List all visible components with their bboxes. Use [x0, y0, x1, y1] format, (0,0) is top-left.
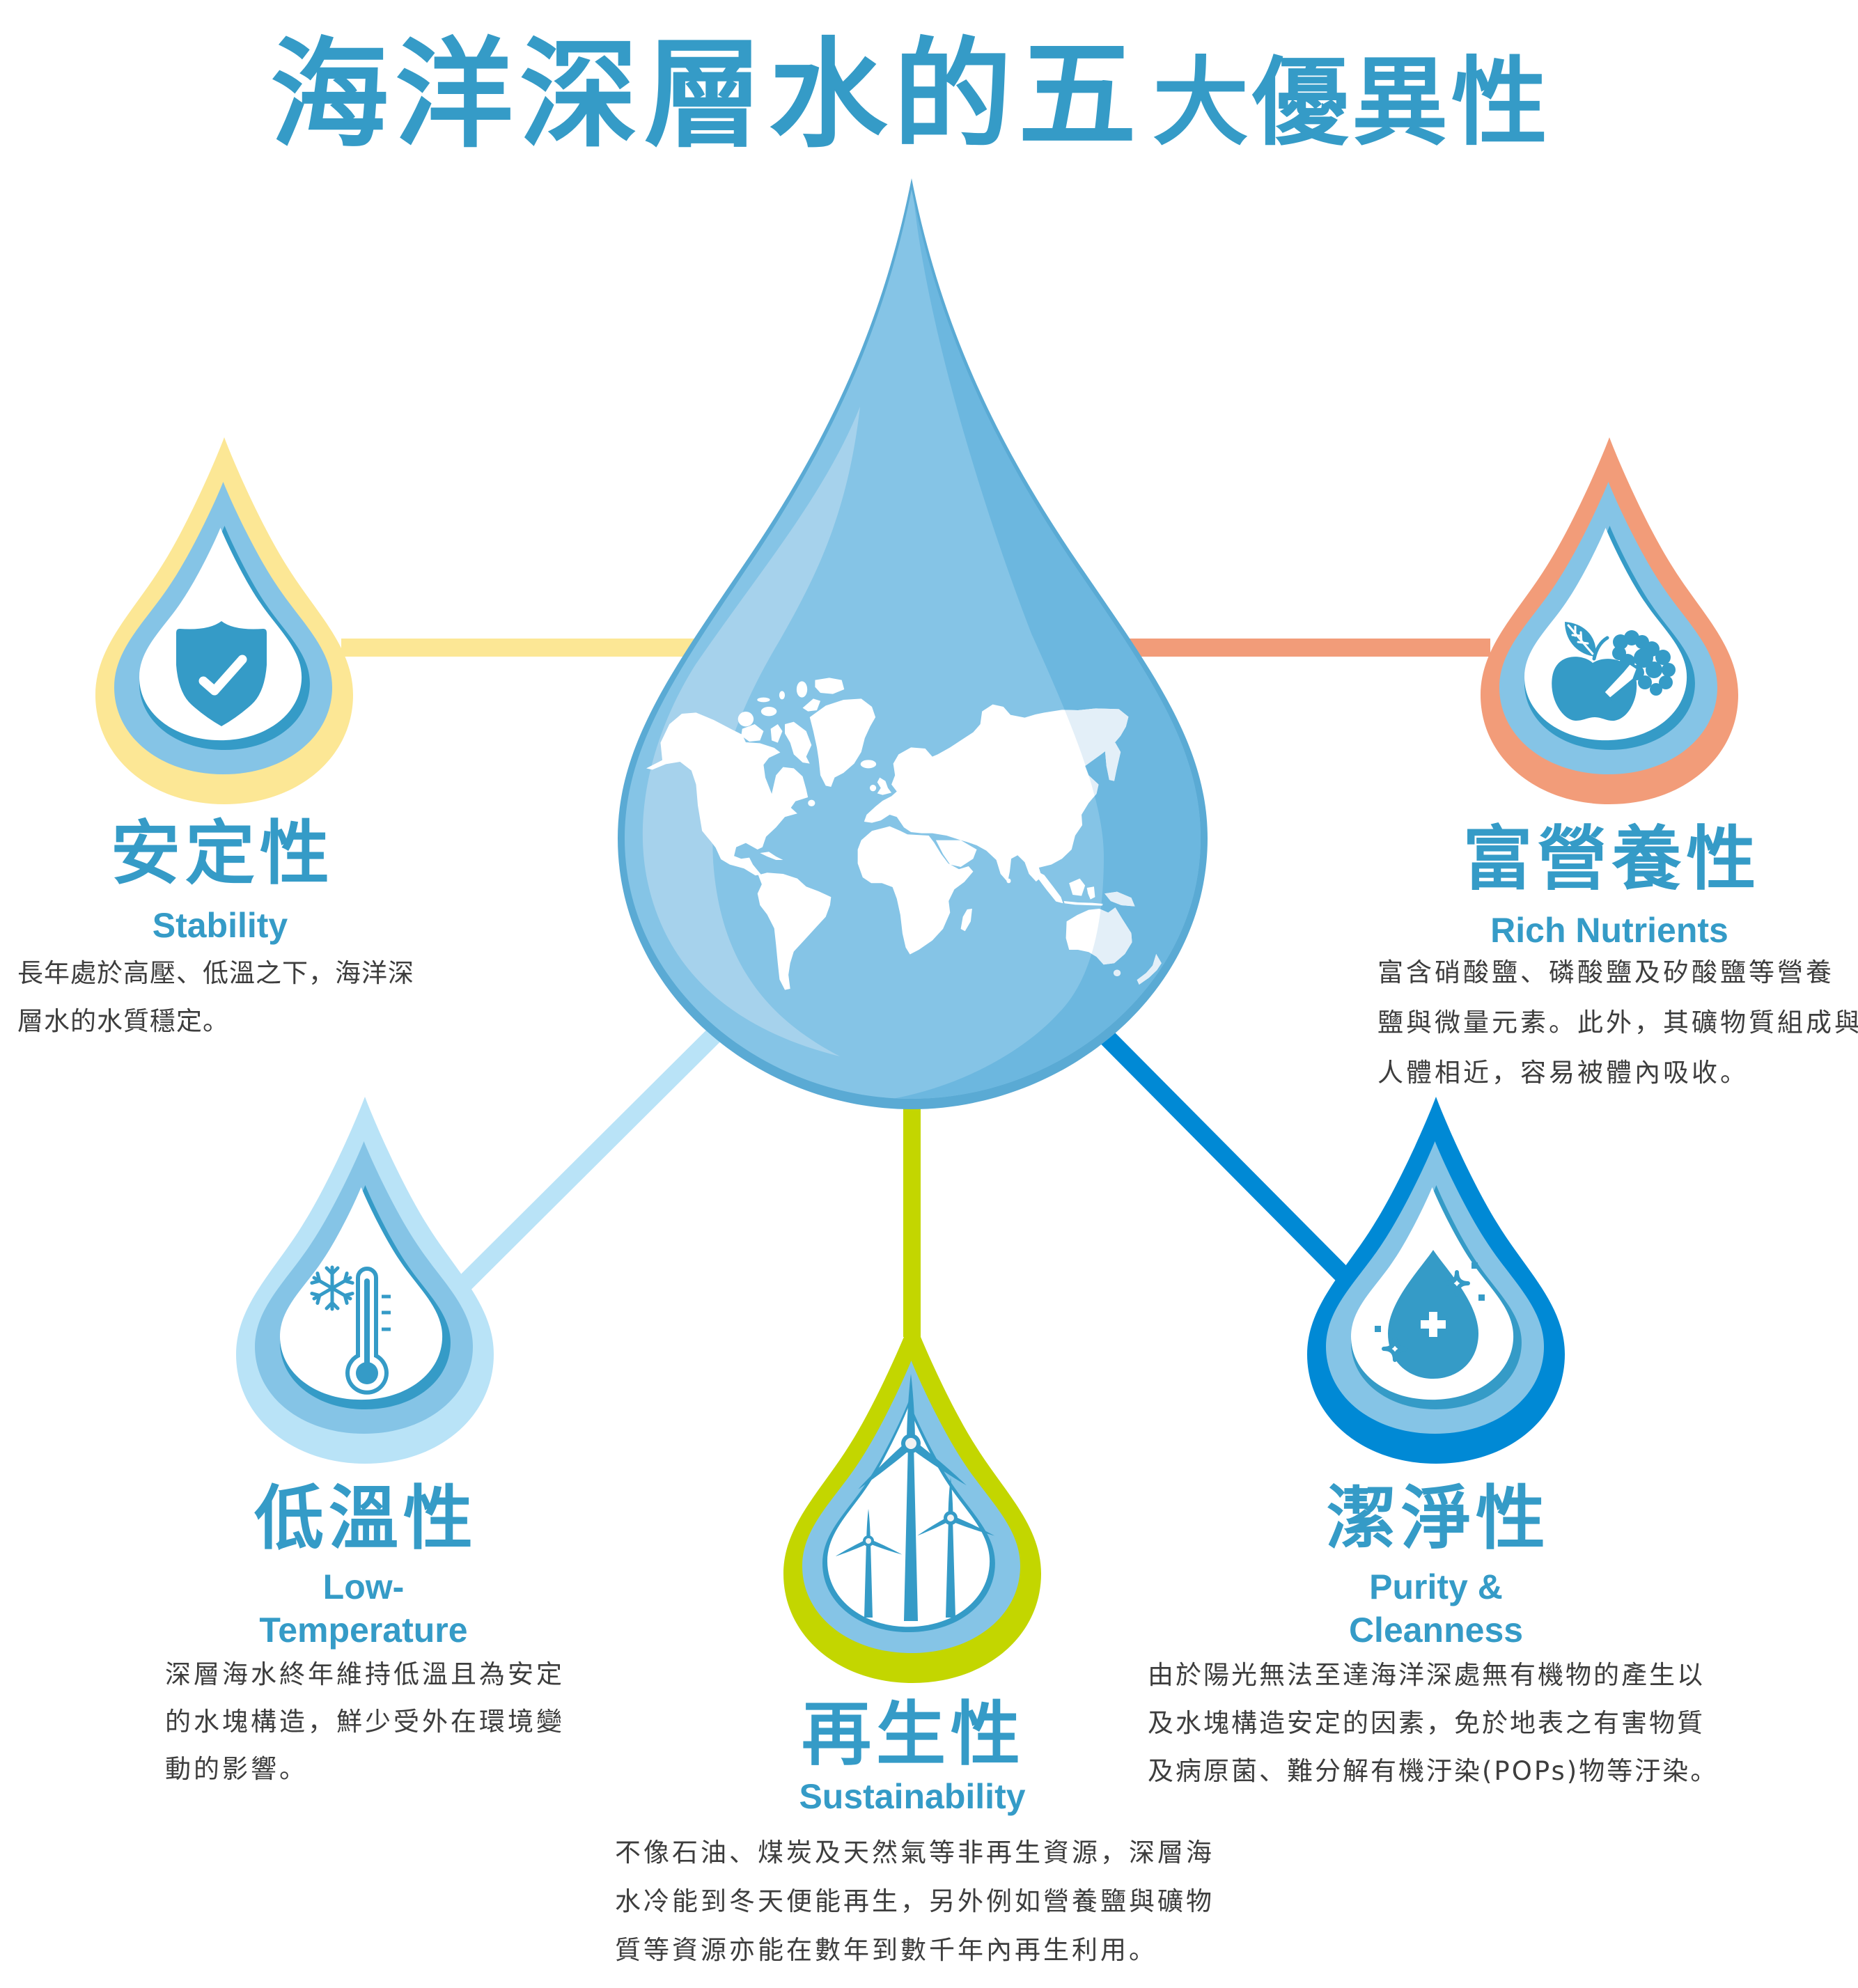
page-title: 海洋深層水的五 大優異性 — [270, 36, 1551, 155]
description-line: 鹽與微量元素。此外，其礦物質組成與 — [1377, 1008, 1858, 1038]
description-line: 的水塊構造，鮮少受外在環境變 — [165, 1707, 565, 1737]
english-label-purity: Purity & Cleanness — [1192, 1565, 1680, 1652]
description-line: 及病原菌、難分解有機汙染(POPs)物等汙染。 — [1148, 1756, 1719, 1786]
description-stability: 長年處於高壓、低溫之下，海洋深 層水的水質穩定。 — [17, 949, 414, 1045]
thermometer-snowflake-icon — [311, 1267, 391, 1395]
english-label-line: Purity & — [1369, 1567, 1503, 1606]
connector-rich-nutrients — [1121, 639, 1490, 657]
center-drop-body — [625, 189, 1201, 1099]
heading-stability: 安定性 — [111, 813, 334, 894]
english-label-line: Rich Nutrients — [1490, 911, 1728, 950]
page-title-sub: 大優異性 — [1153, 47, 1552, 159]
description-line: 層水的水質穩定。 — [17, 1006, 229, 1036]
english-label-line: Sustainability — [799, 1777, 1026, 1816]
heading-purity: 潔淨性 — [1327, 1478, 1550, 1559]
description-line: 深層海水終年維持低溫且為安定 — [165, 1659, 565, 1689]
sparkle-icon — [1382, 1336, 1408, 1362]
description-purity: 由於陽光無法至達海洋深處無有機物的產生以 及水塊構造安定的因素，免於地表之有害物… — [1148, 1651, 1718, 1795]
connector-sustainability — [903, 1086, 921, 1337]
description-sustainability: 不像石油、煤炭及天然氣等非再生資源，深層海 水冷能到冬天便能再生，另外例如營養鹽… — [615, 1829, 1215, 1975]
center-drop-highlight — [642, 407, 860, 1056]
heading-low-temperature: 低溫性 — [254, 1478, 478, 1559]
english-label-rich-nutrients: Rich Nutrients — [1366, 909, 1853, 952]
english-label-low-temperature: Low- Temperature — [120, 1565, 607, 1652]
english-label-line: Cleanness — [1348, 1611, 1524, 1650]
center-globe-drop — [618, 178, 1208, 1109]
english-label-sustainability: Sustainability — [669, 1775, 1156, 1818]
description-rich-nutrients: 富含硝酸鹽、磷酸鹽及矽酸鹽等營養 鹽與微量元素。此外，其礦物質組成與 人體相近，… — [1377, 948, 1858, 1098]
description-line: 及水塊構造安定的因素，免於地表之有害物質 — [1148, 1708, 1705, 1738]
apple-broccoli-icon — [1552, 622, 1676, 721]
turbine-medium — [916, 1478, 996, 1618]
drop-stability — [95, 437, 353, 804]
drop-rich-nutrients — [1481, 437, 1738, 804]
english-label-line: Temperature — [259, 1611, 468, 1650]
broccoli-icon — [1612, 630, 1676, 696]
description-line: 長年處於高壓、低溫之下，海洋深 — [17, 958, 414, 988]
turbine-large — [855, 1374, 969, 1621]
description-line: 富含硝酸鹽、磷酸鹽及矽酸鹽等營養 — [1377, 957, 1834, 987]
connector-low-temperature — [439, 1004, 745, 1309]
description-line: 人體相近，容易被體內吸收。 — [1377, 1058, 1749, 1088]
clean-water-drop-icon — [1375, 1250, 1485, 1379]
heading-rich-nutrients: 富營養性 — [1462, 818, 1761, 900]
heading-sustainability: 再生性 — [802, 1693, 1025, 1775]
page-title-main: 海洋深層水的五 — [270, 26, 1143, 164]
english-label-line: Low- — [322, 1567, 405, 1606]
description-line: 不像石油、煤炭及天然氣等非再生資源，深層海 — [615, 1838, 1215, 1868]
english-label-line: Stability — [152, 906, 288, 945]
description-low-temperature: 深層海水終年維持低溫且為安定 的水塊構造，鮮少受外在環境變 動的影響。 — [165, 1651, 565, 1793]
description-line: 質等資源亦能在數年到數千年內再生利用。 — [615, 1935, 1157, 1965]
wind-turbine-icon — [834, 1374, 996, 1621]
english-label-stability: Stability — [0, 904, 464, 947]
description-line: 水冷能到冬天便能再生，另外例如營養鹽與礦物 — [615, 1886, 1215, 1916]
connector-stability — [341, 639, 703, 657]
shield-check-icon — [176, 621, 267, 726]
turbine-small — [834, 1509, 903, 1618]
connector-purity — [1079, 1010, 1368, 1301]
description-line: 動的影響。 — [165, 1754, 308, 1784]
apple-icon — [1552, 657, 1637, 721]
sparkle-icon — [1444, 1270, 1470, 1297]
description-line: 由於陽光無法至達海洋深處無有機物的產生以 — [1148, 1660, 1705, 1690]
